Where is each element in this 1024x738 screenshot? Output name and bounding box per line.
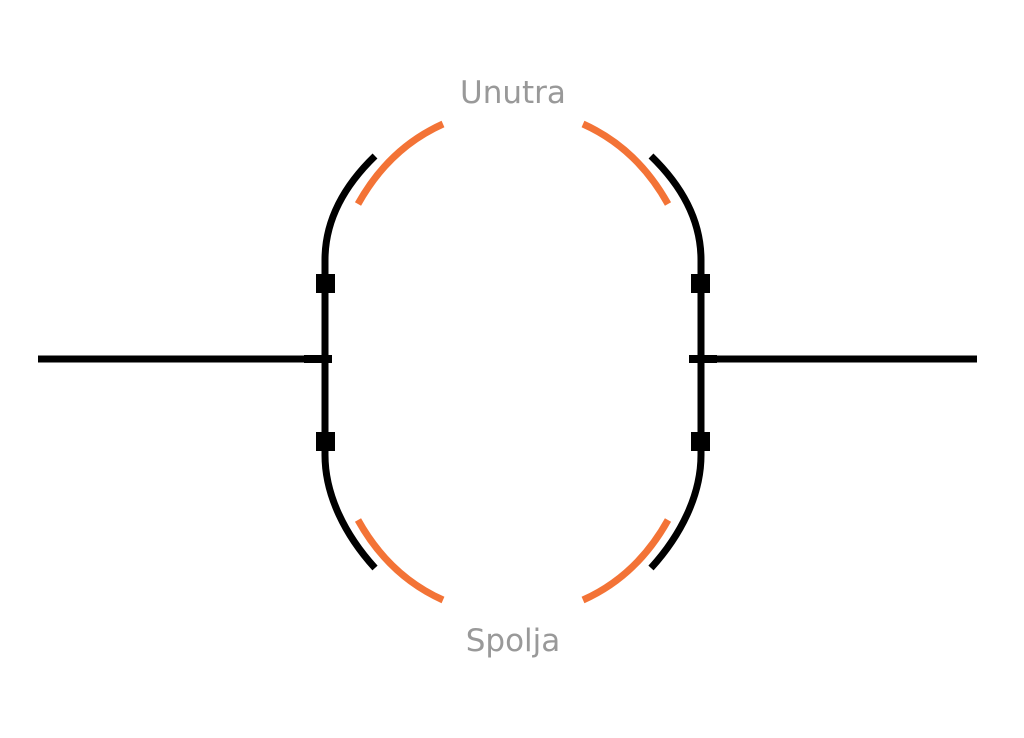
right-bottom-joint	[691, 432, 710, 451]
inner-arc-right	[581, 120, 672, 206]
inner-arc-left	[354, 120, 445, 206]
right-top-joint	[691, 274, 710, 293]
left-top-joint	[316, 274, 335, 293]
right-track	[648, 153, 705, 571]
label-inner: Unutra	[460, 75, 566, 111]
outer-arc-right	[581, 518, 672, 604]
left-track	[321, 153, 378, 571]
outer-arc-left	[354, 518, 445, 604]
label-outer: Spolja	[466, 623, 561, 659]
left-bottom-joint	[316, 432, 335, 451]
